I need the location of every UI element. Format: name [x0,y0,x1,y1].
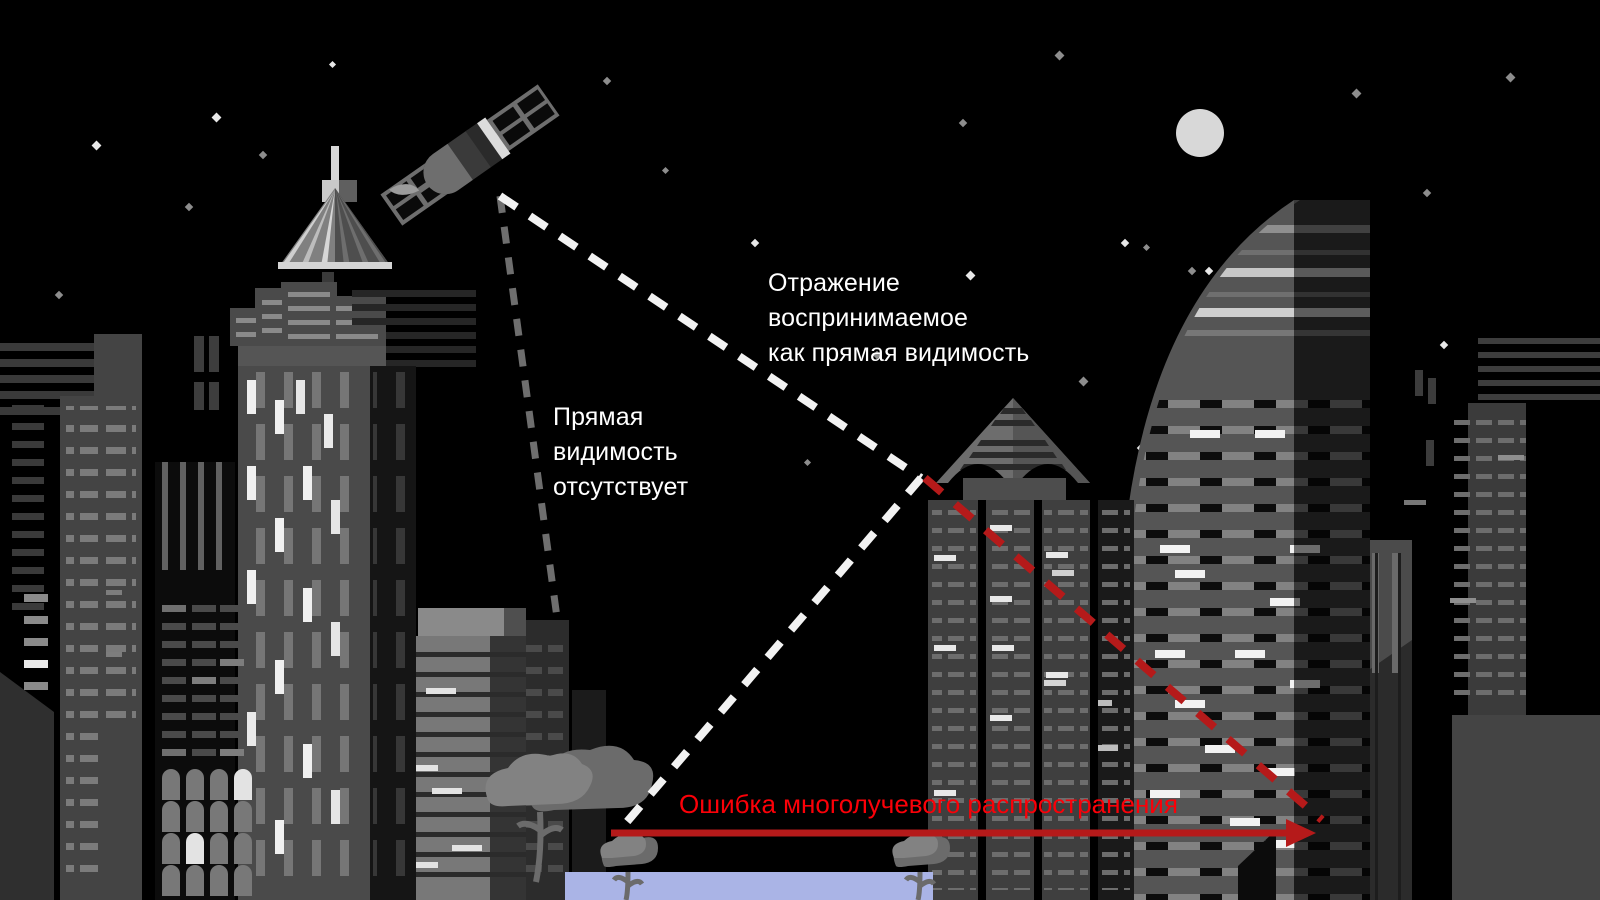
building-far-right-stripes [1478,338,1600,400]
arched-windows [162,769,252,896]
window-band [1130,608,1370,616]
label-reflection: Отражение воспринимаемое как прямая види… [768,269,1030,367]
window-band [1130,842,1370,850]
star [91,140,102,151]
star [1204,266,1214,276]
tree-small-left [600,834,658,900]
window-band [1130,504,1370,512]
lit-window [1230,818,1260,826]
star [803,458,812,467]
lit-window [1175,700,1205,708]
window-band [1130,400,1370,408]
satellite-icon [380,84,560,226]
window-band [1130,660,1370,668]
lit-window [1175,570,1205,578]
error-arrow [611,819,1316,847]
path-reflected-incoming [497,192,924,482]
spire-tower-windows [243,372,415,892]
label-multipath-error: Ошибка многолучевого распространения [679,789,1178,819]
lit-window [1190,430,1220,438]
window-band [1130,530,1370,538]
dark-stripes-right-of-crown [352,290,476,367]
star [965,270,976,281]
star [1187,266,1197,276]
building-left-tower-windows [66,406,136,876]
path-true-continuation [922,474,1325,824]
left-skyline [0,334,252,900]
lit-window [1255,430,1285,438]
lit-window [1155,650,1185,658]
star [328,60,337,69]
tent-roof-ribs [281,190,388,266]
path-reflected-outgoing [616,475,925,833]
window-band [1130,452,1370,460]
building-far-right-base [1452,715,1600,900]
lit-window [1235,650,1265,658]
star [258,150,268,160]
path-blocked-los [496,195,562,626]
window-band [1130,686,1370,694]
star [54,290,64,300]
star [1439,340,1449,350]
window-band [1130,790,1370,798]
star [661,166,670,175]
building-leftmost-windows [12,405,48,690]
window-band [1130,426,1370,434]
star [1505,72,1516,83]
lit-window [1160,545,1190,553]
building-spire-tower [230,146,476,900]
star [211,112,222,123]
star [1078,376,1089,387]
lit-window [1270,598,1300,606]
window-band [1130,738,1370,746]
window-band [1130,478,1370,486]
lit-window [1265,840,1295,848]
trees-group [485,745,950,900]
window-band [1130,764,1370,772]
solar-panel-right [486,84,560,152]
tree-large [485,745,654,883]
window-band [1130,556,1370,564]
building-left-slant [0,672,54,900]
moon-icon [1176,109,1224,157]
arched-building-stripes [162,605,244,756]
lit-window [1150,790,1180,798]
building-arched [155,336,252,900]
light-block-window-lines [346,652,526,877]
window-band [1130,634,1370,642]
lit-window [1265,768,1295,776]
window-band [1130,712,1370,720]
lit-window [1205,745,1235,753]
star [1351,88,1362,99]
star [872,350,882,360]
building-right-windows-a [1448,420,1526,700]
star [1054,50,1065,61]
tree-small-right [892,834,950,900]
signal-paths [496,192,1325,847]
label-no-line-of-sight: Прямая видимость отсутствует [553,403,689,501]
building-curved-tower [1122,200,1370,900]
star [184,202,194,212]
window-band [1130,582,1370,590]
building-left-cap [94,334,142,396]
